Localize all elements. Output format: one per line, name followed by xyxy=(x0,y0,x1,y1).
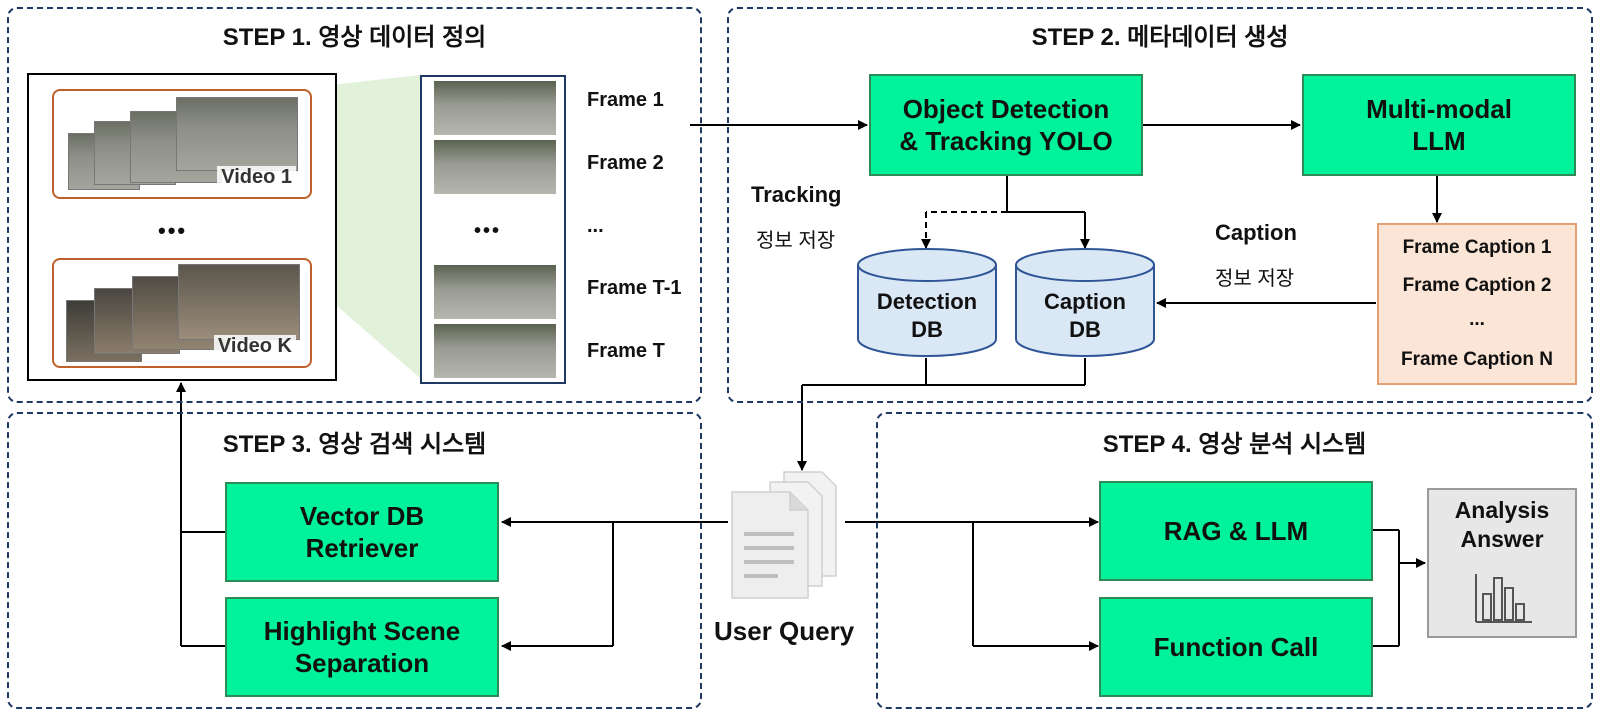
step3-title: STEP 3. 영상 검색 시스템 xyxy=(222,431,487,458)
bar-chart-icon xyxy=(1475,574,1532,623)
frame-1-thumb xyxy=(434,81,556,135)
highlight-line-2: Separation xyxy=(294,648,430,678)
caption-db-line-2: DB xyxy=(1069,316,1101,342)
caption-label: Caption xyxy=(1215,220,1297,245)
zoom-wedge xyxy=(330,75,420,378)
frame-captions-box: Frame Caption 1 Frame Caption 2 ... Fram… xyxy=(1377,223,1577,385)
step3-panel xyxy=(7,412,702,709)
step1-title: STEP 1. 영상 데이터 정의 xyxy=(222,24,487,51)
frame-strip: ••• xyxy=(420,75,566,384)
frame-label-t: Frame T xyxy=(587,340,665,362)
detection-db-line-1: Detection xyxy=(876,289,978,314)
retriever-line-2: Retriever xyxy=(305,533,419,563)
frame-2-thumb xyxy=(434,140,556,194)
tracking-label-kr: 정보 저장 xyxy=(756,230,836,252)
step4-panel xyxy=(876,412,1593,709)
frames-ellipsis: ••• xyxy=(474,220,502,242)
video-1-thumb-d xyxy=(176,97,298,171)
video-1-card: Video 1 xyxy=(52,89,312,199)
step2-panel xyxy=(727,7,1593,403)
multimodal-llm-box: Multi-modal LLM xyxy=(1302,74,1576,176)
object-detection-box: Object Detection & Tracking YOLO xyxy=(869,74,1143,176)
user-query-label: User Query xyxy=(714,616,855,646)
frame-label-ellipsis: ... xyxy=(587,215,604,237)
detection-db-line-2: DB xyxy=(911,316,943,342)
analysis-answer-title: Analysis Answer xyxy=(1429,496,1575,554)
step4-title: STEP 4. 영상 분석 시스템 xyxy=(1102,431,1367,458)
video-k-card: Video K xyxy=(52,258,312,368)
analysis-answer-box: Analysis Answer xyxy=(1427,488,1577,638)
frame-caption-2: Frame Caption 2 xyxy=(1402,275,1552,296)
frame-caption-1: Frame Caption 1 xyxy=(1402,237,1552,258)
frame-label-t-1: Frame T-1 xyxy=(587,277,682,299)
tracking-label: Tracking xyxy=(751,182,842,207)
highlight-scene-box: Highlight Scene Separation xyxy=(225,597,499,697)
answer-line-2: Answer xyxy=(1460,525,1544,552)
frame-caption-n: Frame Caption N xyxy=(1400,349,1554,370)
rag-llm-box: RAG & LLM xyxy=(1099,481,1373,581)
detection-db-label: Detection DB xyxy=(856,288,998,343)
video-k-label: Video K xyxy=(213,335,296,358)
vector-db-retriever-box: Vector DB Retriever xyxy=(225,482,499,582)
video-1-label: Video 1 xyxy=(217,166,296,189)
llm-line-1: Multi-modal xyxy=(1366,93,1512,124)
frame-label-1: Frame 1 xyxy=(587,89,664,111)
answer-line-1: Analysis xyxy=(1454,497,1550,523)
frame-label-2: Frame 2 xyxy=(587,152,664,174)
caption-db xyxy=(1015,248,1155,357)
frame-caption-ellipsis: ... xyxy=(1469,309,1485,330)
caption-label-kr: 정보 저장 xyxy=(1215,268,1295,290)
videos-ellipsis: ••• xyxy=(158,218,188,243)
highlight-line-1: Highlight Scene xyxy=(263,615,461,646)
frame-t-1-thumb xyxy=(434,265,556,319)
document-stack-icon xyxy=(731,471,837,599)
function-call-label: Function Call xyxy=(1153,631,1319,662)
detection-db xyxy=(857,248,997,357)
rag-llm-label: RAG & LLM xyxy=(1163,515,1309,546)
video-k-thumb-d xyxy=(178,264,300,340)
frame-t-thumb xyxy=(434,324,556,378)
object-detection-line-1: Object Detection xyxy=(902,93,1110,124)
object-detection-line-2: & Tracking YOLO xyxy=(899,126,1113,156)
retriever-line-1: Vector DB xyxy=(299,500,425,531)
function-call-box: Function Call xyxy=(1099,597,1373,697)
step1-panel xyxy=(7,7,702,403)
step2-title: STEP 2. 메타데이터 생성 xyxy=(1031,24,1289,51)
caption-db-line-1: Caption xyxy=(1044,289,1126,314)
caption-db-label: Caption DB xyxy=(1014,288,1156,343)
llm-line-2: LLM xyxy=(1412,126,1466,156)
